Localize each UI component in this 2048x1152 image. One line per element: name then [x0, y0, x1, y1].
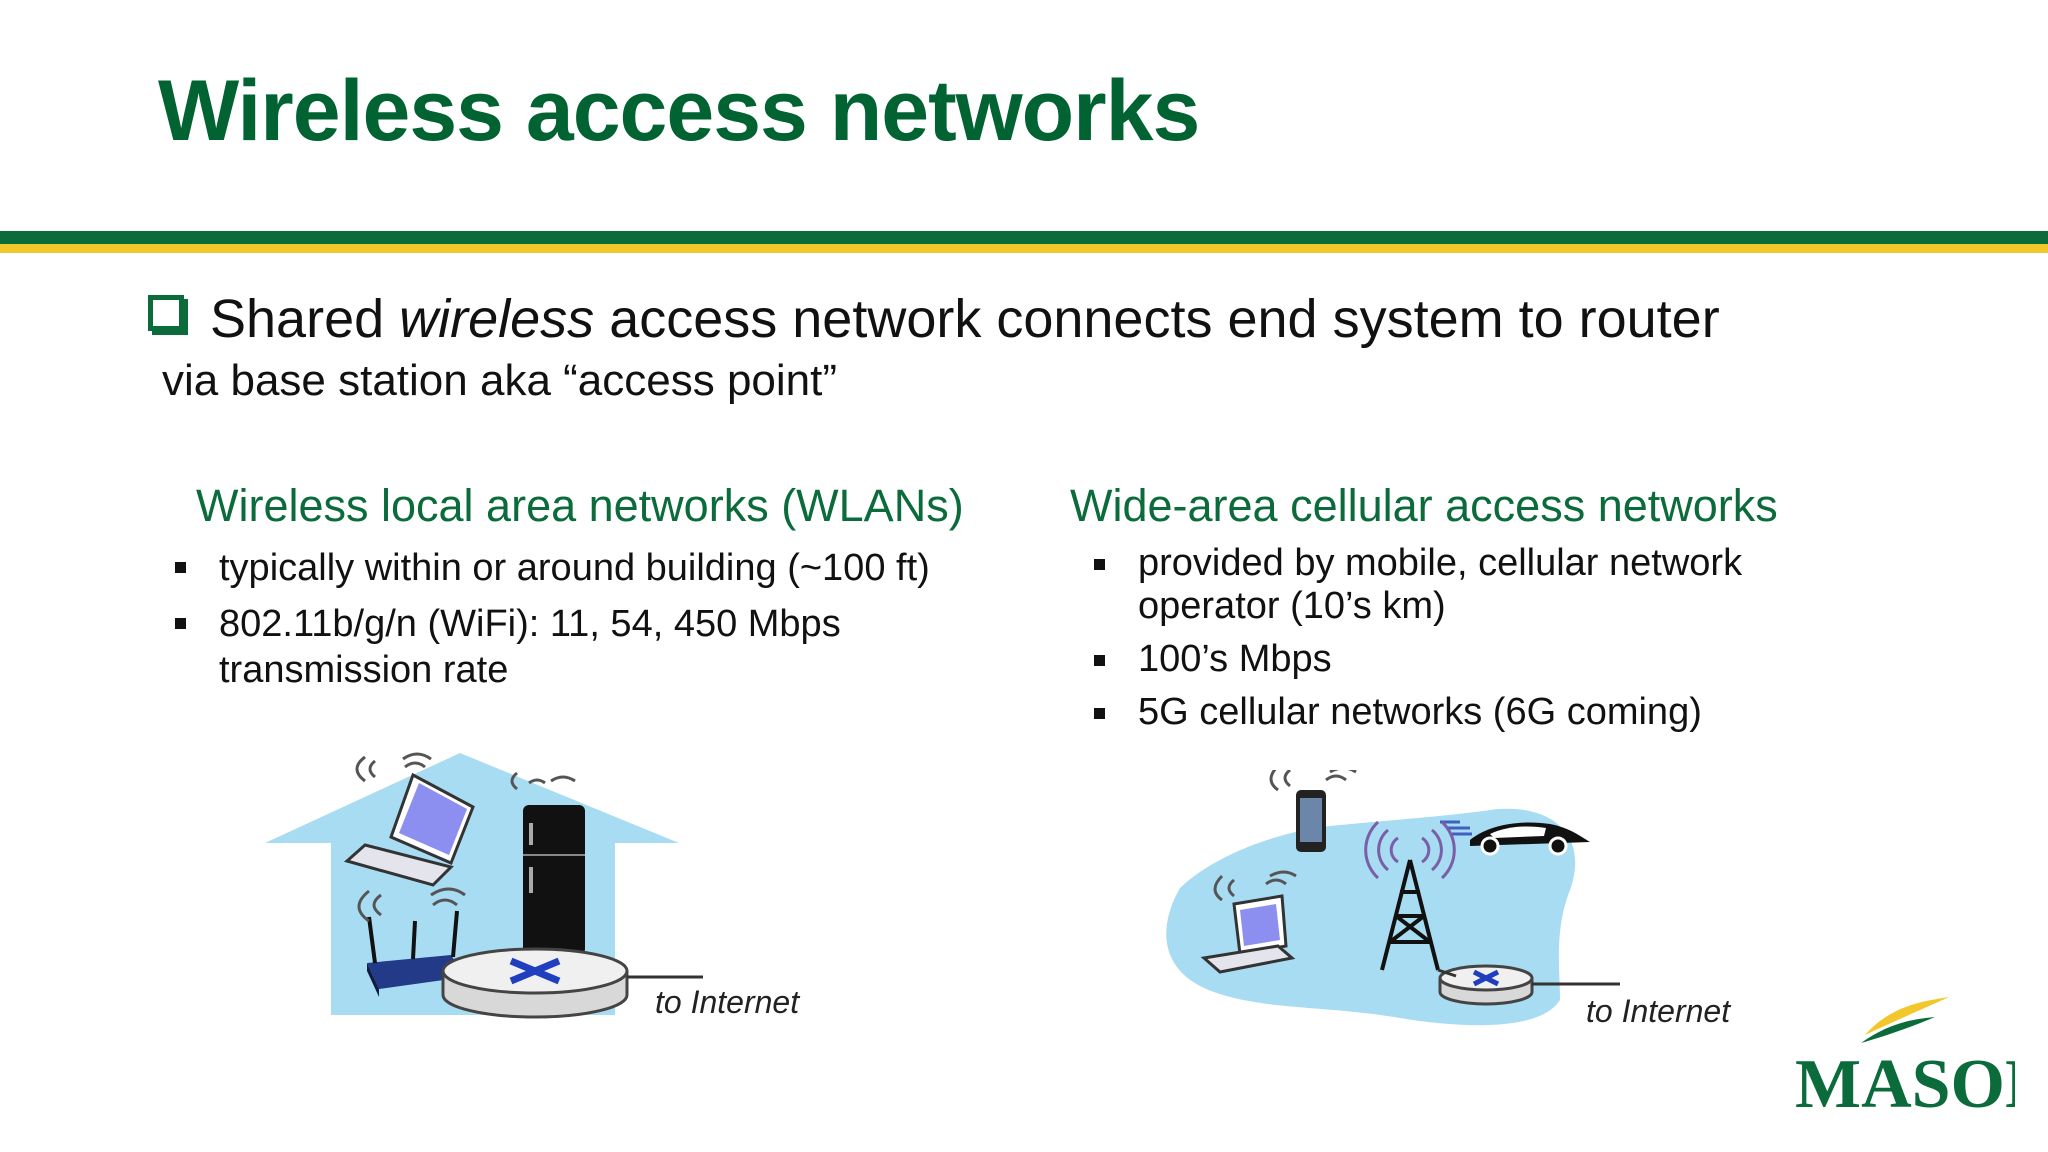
- wlan-heading: Wireless local area networks (WLANs): [196, 480, 964, 531]
- wifi-waves-icon: [1269, 770, 1357, 792]
- main-bullet: Shared wireless access network connects …: [148, 288, 1720, 350]
- wlan-bullet-list: typically within or around building (~10…: [175, 545, 1035, 703]
- wlan-bullet: typically within or around building (~10…: [175, 545, 1035, 591]
- refrigerator-icon: [523, 805, 585, 955]
- radio-waves-icon: [1364, 820, 1456, 880]
- wifi-waves-icon: [510, 771, 576, 791]
- router-icon: [441, 947, 629, 1019]
- cellular-bullet: 100’s Mbps: [1094, 638, 1834, 681]
- laptop-icon: [1200, 894, 1296, 974]
- mason-logo-text: MASON: [1795, 1046, 2015, 1115]
- main-bullet-pre: Shared: [210, 289, 400, 349]
- router-icon: [1438, 964, 1534, 1006]
- cellular-bullet: provided by mobile, cellular network ope…: [1094, 542, 1834, 628]
- cellular-bullet-list: provided by mobile, cellular network ope…: [1094, 542, 1834, 744]
- wifi-waves-icon: [355, 752, 432, 783]
- smartphone-icon: [1296, 790, 1326, 852]
- slide-title: Wireless access networks: [158, 63, 1200, 159]
- car-icon: [1470, 822, 1590, 856]
- main-bullet-post: access network connects end system to ro…: [594, 289, 1720, 349]
- cellular-illustration: to Internet: [1166, 770, 1731, 1029]
- cell-tower-icon: [1380, 859, 1440, 971]
- laptop-icon: [343, 772, 475, 887]
- checkbox-bullet-icon: [148, 294, 188, 335]
- to-internet-label: to Internet: [1586, 993, 1731, 1029]
- header-rule-green: [0, 231, 2048, 244]
- cellular-bullet: 5G cellular networks (6G coming): [1094, 691, 1834, 734]
- wheat-leaf-icon: [1861, 997, 1949, 1043]
- wifi-waves-icon: [357, 887, 466, 923]
- header-rule-gold: [0, 244, 2048, 253]
- cellular-heading: Wide-area cellular access networks: [1070, 480, 1778, 531]
- wlan-bullet: 802.11b/g/n (WiFi): 11, 54, 450 Mbps tra…: [175, 601, 1035, 693]
- wifi-router-icon: [367, 910, 465, 997]
- tower-router-link: [1437, 968, 1457, 978]
- wifi-waves-icon: [1213, 870, 1297, 902]
- mason-logo: MASON: [1795, 997, 2015, 1115]
- to-internet-label: to Internet: [655, 984, 800, 1020]
- main-bullet-line2: via base station aka “access point”: [162, 356, 838, 405]
- wlan-house-illustration: to Internet: [265, 752, 800, 1020]
- main-bullet-italic: wireless: [399, 289, 595, 349]
